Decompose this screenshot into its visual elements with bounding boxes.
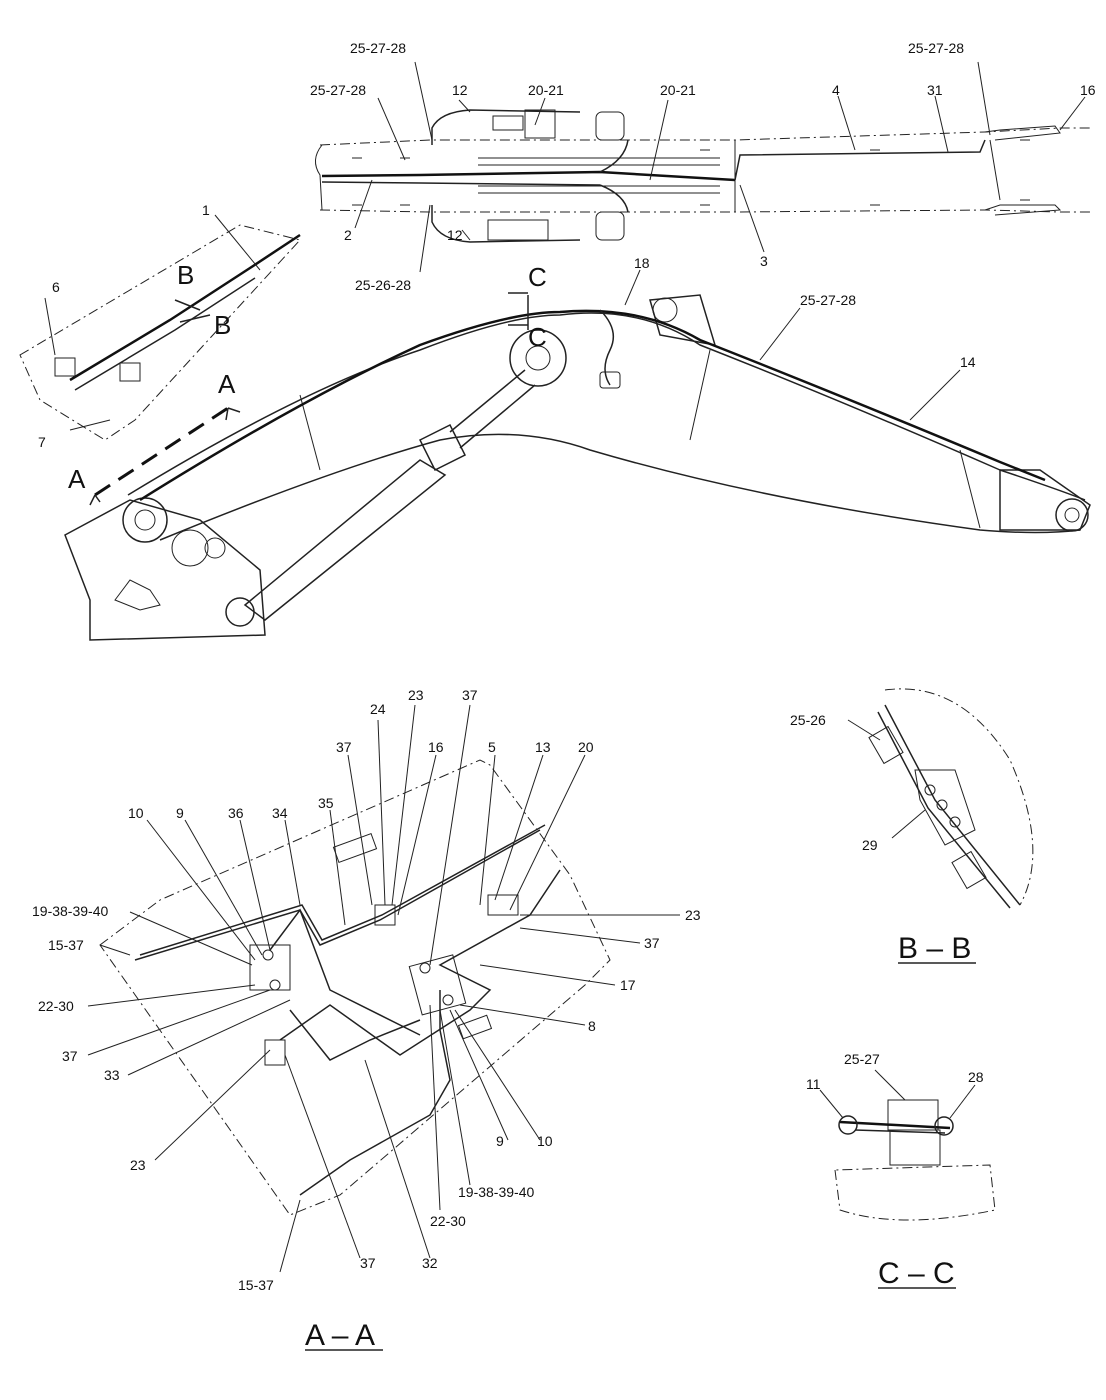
section-marker-b: B	[177, 260, 194, 290]
label-18: 18	[634, 255, 650, 271]
label-19-38-39-40: 19-38-39-40	[32, 903, 108, 919]
label-32: 32	[422, 1255, 438, 1271]
label-25-27-28: 25-27-28	[310, 82, 366, 98]
label-25-27-28: 25-27-28	[350, 40, 406, 56]
section-bb-drawing	[847, 688, 1034, 909]
label-24: 24	[370, 701, 386, 717]
label-3: 3	[760, 253, 768, 269]
label-28: 28	[968, 1069, 984, 1085]
label-23: 23	[130, 1157, 146, 1173]
label-20-21: 20-21	[528, 82, 564, 98]
label-7: 7	[38, 434, 46, 450]
section-aa-drawing	[87, 704, 680, 1273]
label-15-37: 15-37	[238, 1277, 274, 1293]
label-37: 37	[462, 687, 478, 703]
label-33: 33	[104, 1067, 120, 1083]
label-25-26: 25-26	[790, 712, 826, 728]
label-25-27-28: 25-27-28	[800, 292, 856, 308]
top-view	[315, 61, 1090, 273]
label-23: 23	[685, 907, 701, 923]
label-25-27-28: 25-27-28	[908, 40, 964, 56]
label-13: 13	[535, 739, 551, 755]
label-22-30: 22-30	[430, 1213, 466, 1229]
label-6: 6	[52, 279, 60, 295]
label-16: 16	[1080, 82, 1096, 98]
section-marker-c: C	[528, 262, 547, 292]
label-37: 37	[644, 935, 660, 951]
label-9: 9	[496, 1133, 504, 1149]
label-25-26-28: 25-26-28	[355, 277, 411, 293]
label-8: 8	[588, 1018, 596, 1034]
label-34: 34	[272, 805, 288, 821]
label-20-21: 20-21	[660, 82, 696, 98]
section-marker-a: A	[218, 369, 236, 399]
label-23: 23	[408, 687, 424, 703]
label-37: 37	[62, 1048, 78, 1064]
label-9: 9	[176, 805, 184, 821]
label-22-30: 22-30	[38, 998, 74, 1014]
label-12: 12	[452, 82, 468, 98]
label-35: 35	[318, 795, 334, 811]
label-2: 2	[344, 227, 352, 243]
section-marker-c: C	[528, 322, 547, 352]
label-14: 14	[960, 354, 976, 370]
section-bb-title: B – B	[898, 932, 971, 965]
label-11: 11	[806, 1076, 821, 1092]
label-15-37: 15-37	[48, 937, 84, 953]
section-aa-title: A – A	[305, 1319, 375, 1352]
section-marker-a: A	[68, 464, 86, 494]
label-4: 4	[832, 82, 840, 98]
section-cc-title: C – C	[878, 1257, 955, 1290]
side-view	[19, 214, 1091, 641]
label-25-27: 25-27	[844, 1051, 880, 1067]
label-10: 10	[128, 805, 144, 821]
label-19-38-39-40: 19-38-39-40	[458, 1184, 534, 1200]
label-37: 37	[336, 739, 352, 755]
label-10: 10	[537, 1133, 553, 1149]
label-36: 36	[228, 805, 244, 821]
label-16: 16	[428, 739, 444, 755]
label-31: 31	[927, 82, 943, 98]
label-20: 20	[578, 739, 594, 755]
section-cc-drawing	[819, 1069, 996, 1221]
label-1: 1	[202, 202, 210, 218]
label-5: 5	[488, 739, 496, 755]
label-12: 12	[447, 227, 463, 243]
label-29: 29	[862, 837, 878, 853]
label-37: 37	[360, 1255, 376, 1271]
label-17: 17	[620, 977, 636, 993]
section-marker-b: B	[214, 310, 231, 340]
